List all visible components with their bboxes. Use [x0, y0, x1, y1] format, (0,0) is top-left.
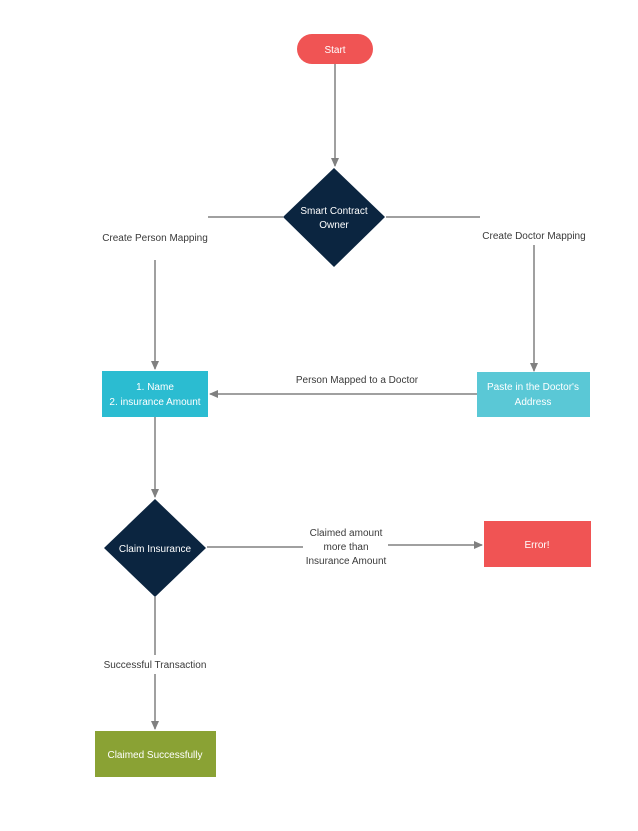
claim-decision-node: Claim Insurance — [104, 499, 206, 597]
error-node: Error! — [484, 521, 591, 567]
owner-decision-node: Smart Contract Owner — [283, 168, 385, 267]
start-label: Start — [324, 45, 345, 56]
error-label: Error! — [525, 540, 550, 551]
success-box — [95, 731, 216, 777]
label-successful-transaction: Successful Transaction — [104, 660, 207, 671]
start-terminator — [297, 34, 373, 64]
success-label: Claimed Successfully — [107, 750, 202, 761]
label-claimed-amount-3: Insurance Amount — [306, 556, 387, 567]
doctor-address-box — [477, 372, 590, 417]
owner-label-line1: Smart Contract — [300, 206, 367, 217]
claim-label: Claim Insurance — [119, 544, 192, 555]
label-claimed-amount-2: more than — [323, 542, 368, 553]
doctor-label-line2: Address — [515, 397, 552, 408]
claim-diamond — [104, 499, 206, 597]
connectors — [151, 64, 538, 730]
person-mapping-box — [102, 371, 208, 417]
label-create-person-mapping: Create Person Mapping — [102, 233, 208, 244]
success-node: Claimed Successfully — [95, 731, 216, 777]
doctor-label-line1: Paste in the Doctor's — [487, 382, 579, 393]
doctor-address-node: Paste in the Doctor's Address — [477, 372, 590, 417]
label-claimed-amount-1: Claimed amount — [310, 528, 383, 539]
owner-label-line2: Owner — [319, 220, 349, 231]
label-person-mapped-to-doctor: Person Mapped to a Doctor — [296, 375, 419, 386]
start-node: Start — [297, 34, 373, 64]
person-mapping-node: 1. Name 2. insurance Amount — [102, 371, 208, 417]
owner-diamond — [283, 168, 385, 267]
error-box — [484, 521, 591, 567]
person-label-line1: 1. Name — [136, 382, 174, 393]
label-create-doctor-mapping: Create Doctor Mapping — [482, 231, 585, 242]
person-label-line2: 2. insurance Amount — [109, 397, 200, 408]
